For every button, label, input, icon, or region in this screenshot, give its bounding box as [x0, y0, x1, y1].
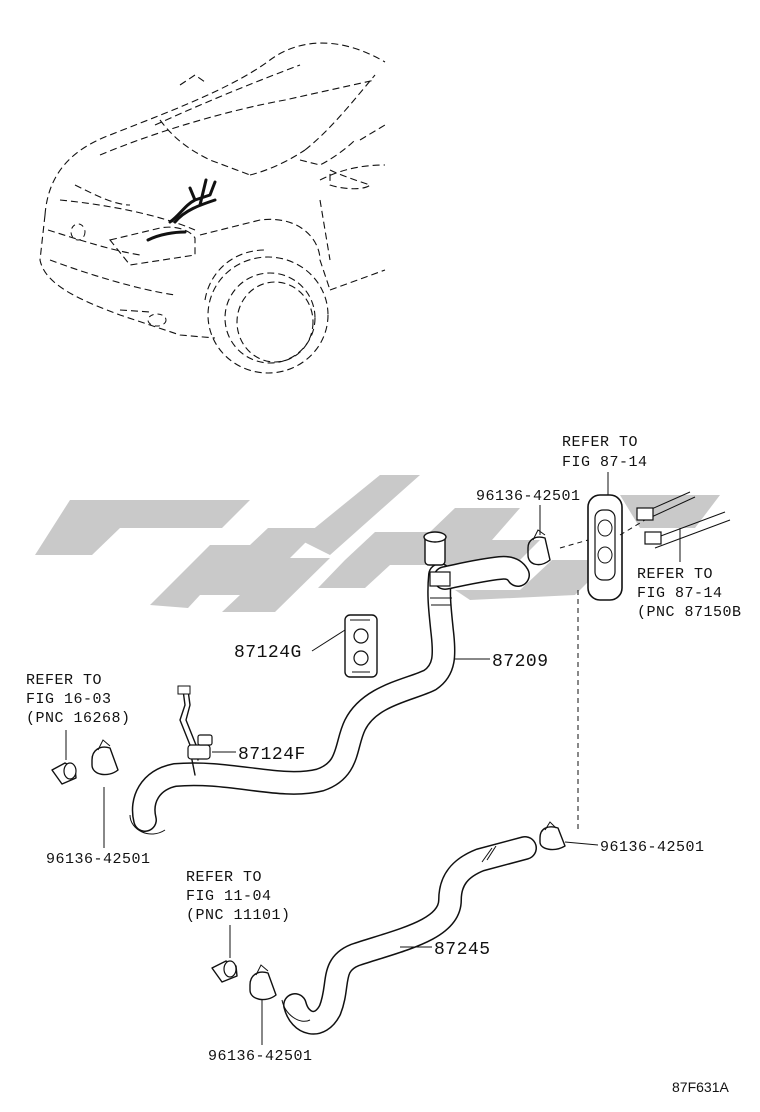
part-label-87245: 87245: [434, 940, 491, 960]
clamp-right-icon: [539, 821, 566, 851]
refer-label-16-03-2: FIG 16-03: [26, 691, 112, 708]
clamp-top-icon: [527, 529, 551, 566]
refer-label-87-14-right-2: FIG 87-14: [637, 585, 723, 602]
pipe-stub-11101-icon: [211, 960, 238, 983]
clamp-label-top: 96136-42501: [476, 488, 581, 505]
bracket-87124g: [344, 614, 378, 678]
refer-label-11-04-2: FIG 11-04: [186, 888, 272, 905]
clamp-label-bottom: 96136-42501: [208, 1048, 313, 1065]
clamp-label-left: 96136-42501: [46, 851, 151, 868]
refer-label-16-03-1: REFER TO: [26, 672, 102, 689]
bracket-87124f: [177, 685, 213, 776]
valve-plate: [559, 491, 731, 830]
part-label-87124f: 87124F: [238, 745, 306, 765]
refer-label-11-04-3: (PNC 11101): [186, 907, 291, 924]
leader-lines: [65, 472, 681, 1045]
figure-code: 87F631A: [672, 1079, 729, 1095]
clamp-bottom-icon: [249, 964, 277, 1001]
pipe-stub-16268-icon: [51, 762, 77, 785]
refer-label-87-14-top-1: REFER TO: [562, 434, 638, 451]
clamp-left-icon: [91, 739, 119, 776]
hose-87209: [129, 531, 530, 835]
car-illustration: [39, 42, 386, 374]
refer-label-87-14-top-2: FIG 87-14: [562, 454, 648, 471]
refer-label-87-14-right-3: (PNC 87150B: [637, 604, 742, 621]
clamp-label-right: 96136-42501: [600, 839, 705, 856]
part-label-87124g: 87124G: [234, 643, 302, 663]
refer-label-87-14-right-1: REFER TO: [637, 566, 713, 583]
refer-label-16-03-3: (PNC 16268): [26, 710, 131, 727]
hose-87245: [281, 836, 537, 1035]
refer-label-11-04-1: REFER TO: [186, 869, 262, 886]
part-label-87209: 87209: [492, 652, 549, 672]
